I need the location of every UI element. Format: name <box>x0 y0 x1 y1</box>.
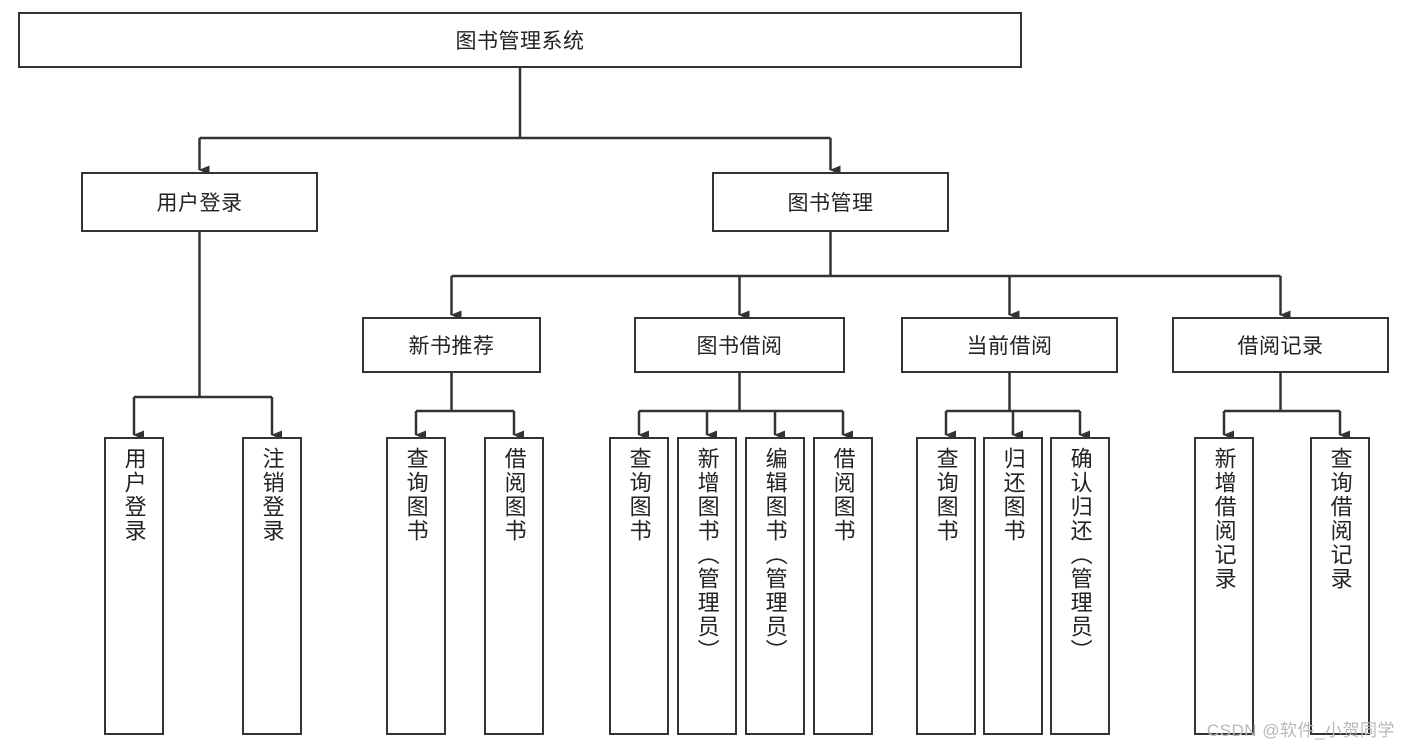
node-label: 查询图书 <box>403 447 429 543</box>
node-label: 图书借阅 <box>696 335 783 358</box>
leaf-node-6[interactable]: 编辑图书（管理员） <box>745 437 805 735</box>
leaf-node-3[interactable]: 借阅图书 <box>484 437 544 735</box>
leaf-node-9[interactable]: 归还图书 <box>983 437 1043 735</box>
leaf-node-10[interactable]: 确认归还（管理员） <box>1050 437 1110 735</box>
leaf-node-2[interactable]: 查询图书 <box>386 437 446 735</box>
node-label: 归还图书 <box>1000 447 1026 543</box>
leaf-node-12[interactable]: 查询借阅记录 <box>1310 437 1370 735</box>
leaf-node-1[interactable]: 注销登录 <box>242 437 302 735</box>
node-label: 注销登录 <box>259 447 285 543</box>
root-node-book-management-system[interactable]: 图书管理系统 <box>18 12 1022 68</box>
leaf-node-4[interactable]: 查询图书 <box>609 437 669 735</box>
node-label: 查询图书 <box>933 447 959 543</box>
node-label: 查询借阅记录 <box>1327 447 1353 591</box>
level3-node-1[interactable]: 图书借阅 <box>634 317 845 373</box>
node-label: 查询图书 <box>626 447 652 543</box>
node-label: 借阅图书 <box>830 447 856 543</box>
leaf-node-7[interactable]: 借阅图书 <box>813 437 873 735</box>
leaf-node-0[interactable]: 用户登录 <box>104 437 164 735</box>
node-label: 新增借阅记录 <box>1211 447 1237 591</box>
leaf-node-8[interactable]: 查询图书 <box>916 437 976 735</box>
level3-node-3[interactable]: 借阅记录 <box>1172 317 1389 373</box>
node-label: 确认归还（管理员） <box>1067 447 1093 663</box>
level2-node-1[interactable]: 图书管理 <box>712 172 949 232</box>
level2-node-0[interactable]: 用户登录 <box>81 172 318 232</box>
node-label: 图书管理系统 <box>455 30 585 53</box>
node-label: 用户登录 <box>156 192 243 215</box>
node-label: 新增图书（管理员） <box>694 447 720 663</box>
level3-node-0[interactable]: 新书推荐 <box>362 317 541 373</box>
node-label: 用户登录 <box>121 447 147 543</box>
leaf-node-11[interactable]: 新增借阅记录 <box>1194 437 1254 735</box>
node-label: 借阅图书 <box>501 447 527 543</box>
level3-node-2[interactable]: 当前借阅 <box>901 317 1118 373</box>
node-label: 当前借阅 <box>966 335 1053 358</box>
node-label: 编辑图书（管理员） <box>762 447 788 663</box>
leaf-node-5[interactable]: 新增图书（管理员） <box>677 437 737 735</box>
node-label: 借阅记录 <box>1237 335 1324 358</box>
node-label: 图书管理 <box>787 192 874 215</box>
node-label: 新书推荐 <box>408 335 495 358</box>
